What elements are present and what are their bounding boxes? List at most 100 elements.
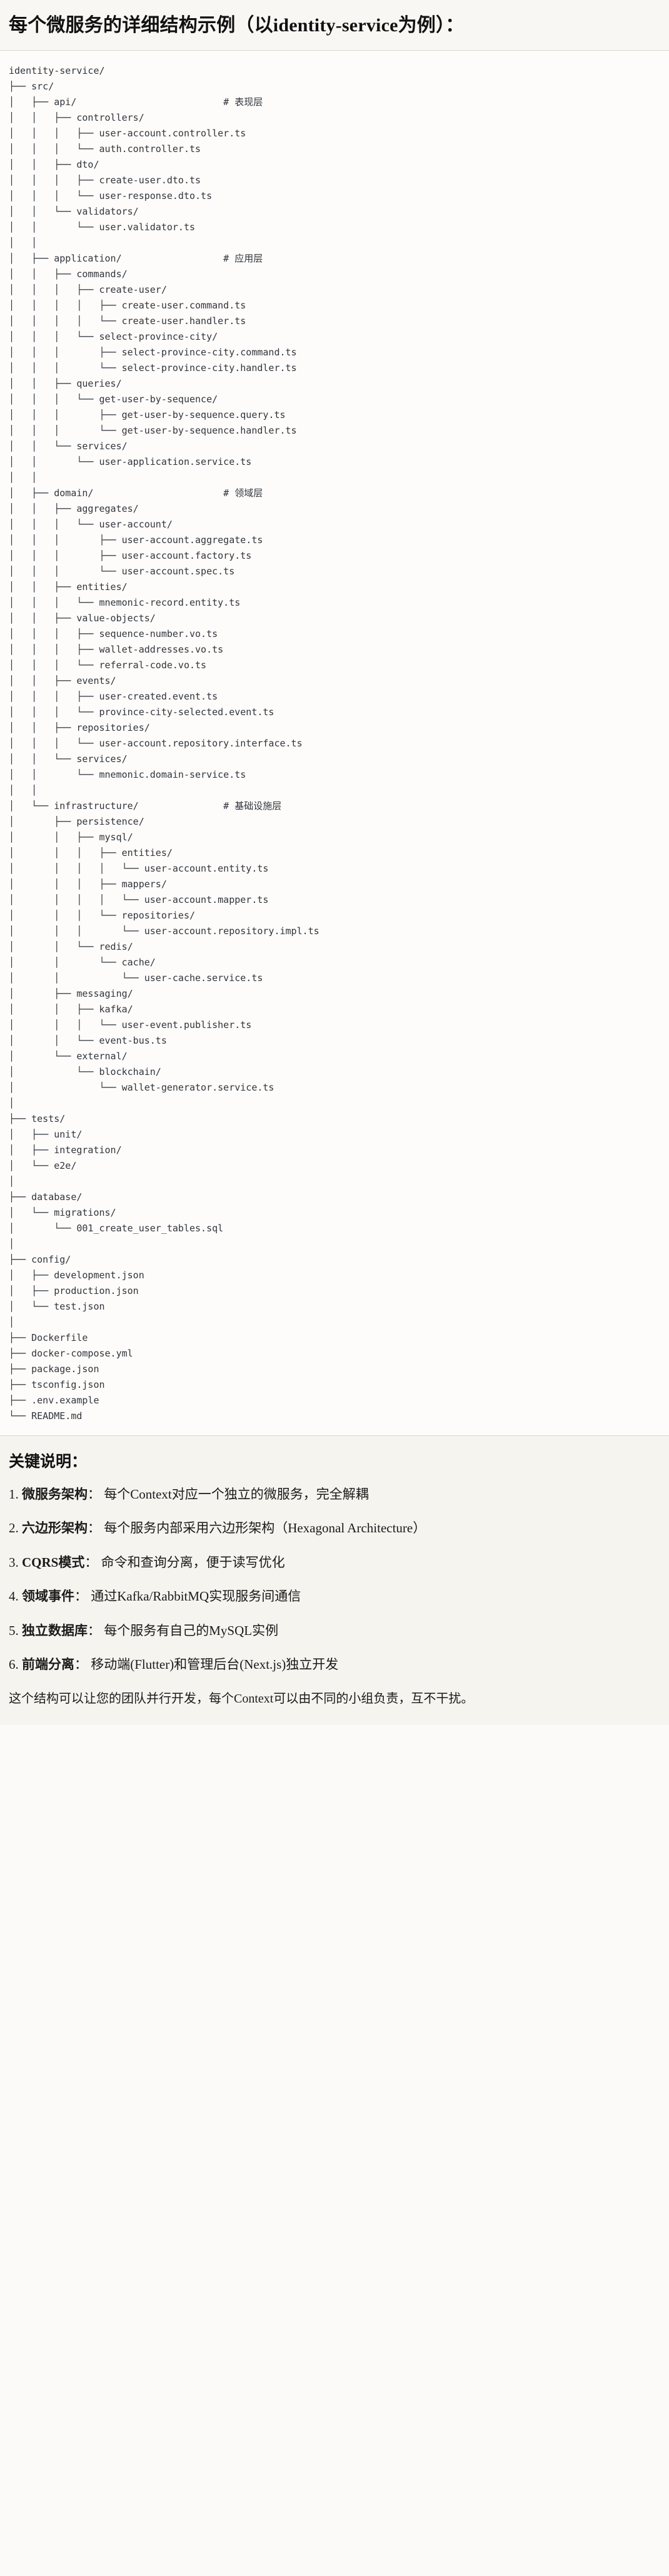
tree-line: ├── config/ (9, 1253, 71, 1265)
tree-line: │ │ │ └── get-user-by-sequence/ (9, 393, 218, 405)
tree-line: │ │ │ │ └── user-account.entity.ts (9, 862, 269, 874)
tree-line: identity-service/ (9, 64, 105, 76)
tree-line: │ │ └── user.validator.ts (9, 221, 196, 233)
key-notes-section: 关键说明： 1. 微服务架构： 每个Context对应一个独立的微服务，完全解耦… (0, 1435, 669, 1724)
tree-line: ├── .env.example (9, 1394, 99, 1406)
tree-line: │ │ │ ├── user-account.factory.ts (9, 549, 252, 561)
tree-line: │ └── e2e/ (9, 1159, 77, 1171)
key-note-number: 2. (9, 1520, 19, 1536)
tree-line: │ │ │ ├── get-user-by-sequence.query.ts (9, 409, 286, 420)
key-note-item: 4. 领域事件： 通过Kafka/RabbitMQ实现服务间通信 (9, 1587, 660, 1606)
tree-line: │ └── 001_create_user_tables.sql (9, 1222, 224, 1234)
key-note-number: 1. (9, 1487, 19, 1502)
tree-line-path: │ ├── domain/ (9, 487, 224, 499)
tree-line: ├── tsconfig.json (9, 1378, 105, 1390)
tree-line: │ (9, 1238, 15, 1250)
tree-line-comment: # 表现层 (223, 96, 263, 108)
tree-line: │ │ ├── commands/ (9, 268, 128, 280)
tree-line: │ │ │ │ ├── create-user.command.ts (9, 299, 246, 311)
tree-line: │ │ └── redis/ (9, 940, 133, 952)
tree-line: │ │ │ ├── wallet-addresses.vo.ts (9, 643, 224, 655)
tree-line: │ │ ├── dto/ (9, 158, 99, 170)
tree-line: │ ├── production.json (9, 1285, 139, 1296)
tree-line: │ │ │ └── select-province-city.handler.t… (9, 362, 297, 374)
tree-line: ├── src/ (9, 80, 54, 92)
tree-line: │ │ ├── kafka/ (9, 1003, 133, 1015)
key-note-item: 3. CQRS模式： 命令和查询分离，便于读写优化 (9, 1553, 660, 1572)
key-note-number: 4. (9, 1589, 19, 1604)
tree-line: │ (9, 1316, 15, 1328)
document-page: 每个微服务的详细结构示例（以identity-service为例）： ident… (0, 15, 669, 1724)
tree-line: │ │ │ └── mnemonic-record.entity.ts (9, 596, 241, 608)
tree-line: │ └── infrastructure/ # 基础设施层 (9, 798, 660, 814)
tree-line: │ │ │ ├── entities/ (9, 847, 173, 858)
tree-line: │ └── external/ (9, 1050, 128, 1062)
tree-line: │ │ │ ├── mappers/ (9, 878, 167, 890)
tree-line: │ │ │ ├── select-province-city.command.t… (9, 346, 297, 358)
tree-line-comment: # 领域层 (223, 487, 263, 499)
key-note-term: 领域事件 (22, 1589, 74, 1604)
tree-line: │ │ ├── queries/ (9, 377, 122, 389)
tree-line: │ │ │ └── user-event.publisher.ts (9, 1019, 252, 1031)
tree-line-path: │ ├── api/ (9, 96, 224, 108)
key-note-term: 前端分离 (22, 1657, 74, 1672)
tree-line: │ │ └── user-cache.service.ts (9, 972, 263, 984)
tree-line: │ │ (9, 784, 38, 796)
tree-line: │ │ │ └── user-response.dto.ts (9, 190, 213, 201)
key-note-item: 2. 六边形架构： 每个服务内部采用六边形架构（Hexagonal Archit… (9, 1519, 660, 1537)
tree-line: │ │ (9, 471, 38, 483)
directory-tree-section: identity-service/ ├── src/ │ ├── api/ # 表现… (0, 50, 669, 1436)
tree-line: └── README.md (9, 1410, 83, 1422)
directory-tree-code: identity-service/ ├── src/ │ ├── api/ # 表现… (9, 63, 660, 1424)
key-note-separator: ： (88, 1622, 101, 1638)
key-note-separator: ： (74, 1657, 88, 1672)
key-note-separator: ： (84, 1554, 98, 1570)
key-note-body: 每个服务有自己的MySQL实例 (104, 1622, 279, 1638)
tree-line: │ │ │ ├── create-user/ (9, 283, 167, 295)
tree-line: │ │ ├── aggregates/ (9, 502, 139, 514)
tree-line: ├── package.json (9, 1363, 99, 1375)
tree-line: │ │ │ │ └── user-account.mapper.ts (9, 893, 269, 905)
key-note-term: 六边形架构 (22, 1520, 88, 1536)
tree-line: │ │ ├── entities/ (9, 581, 128, 593)
tree-line: │ │ ├── controllers/ (9, 111, 144, 123)
key-note-item: 1. 微服务架构： 每个Context对应一个独立的微服务，完全解耦 (9, 1485, 660, 1504)
tree-line: │ ├── unit/ (9, 1128, 83, 1140)
tree-line: │ │ │ └── get-user-by-sequence.handler.t… (9, 424, 297, 436)
tree-line: │ │ │ └── user-account.repository.interf… (9, 737, 303, 749)
tree-line: │ ├── domain/ # 领域层 (9, 486, 660, 501)
key-note-body: 命令和查询分离，便于读写优化 (101, 1554, 285, 1570)
key-note-number: 3. (9, 1554, 19, 1570)
tree-line-path: │ └── infrastructure/ (9, 800, 224, 812)
tree-line: │ │ │ ├── user-account.aggregate.ts (9, 534, 263, 546)
tree-line-comment: # 基础设施层 (223, 800, 282, 812)
tree-line-comment: # 应用层 (223, 252, 263, 264)
key-note-body: 每个Context对应一个独立的微服务，完全解耦 (104, 1487, 369, 1502)
tree-line: │ │ │ └── select-province-city/ (9, 330, 218, 342)
key-note-body: 移动端(Flutter)和管理后台(Next.js)独立开发 (91, 1657, 339, 1672)
key-note-number: 6. (9, 1657, 19, 1672)
key-note-term: CQRS模式 (22, 1554, 85, 1570)
key-note-item: 6. 前端分离： 移动端(Flutter)和管理后台(Next.js)独立开发 (9, 1655, 660, 1674)
directory-tree: identity-service/ ├── src/ │ ├── api/ # 表现… (9, 63, 660, 1424)
key-notes-footer: 这个结构可以让您的团队并行开发，每个Context可以由不同的小组负责，互不干扰… (9, 1691, 474, 1706)
key-note-body: 每个服务内部采用六边形架构（Hexagonal Architecture） (104, 1520, 426, 1536)
tree-line: │ │ │ └── user-account/ (9, 518, 173, 530)
key-note-number: 5. (9, 1622, 19, 1638)
tree-line: │ │ │ └── user-account.repository.impl.t… (9, 925, 319, 937)
tree-line: │ │ └── event-bus.ts (9, 1034, 167, 1046)
tree-line: │ │ │ └── repositories/ (9, 909, 196, 921)
tree-line: │ │ └── validators/ (9, 205, 139, 217)
tree-line: │ │ └── mnemonic.domain-service.ts (9, 768, 246, 780)
page-title: 每个微服务的详细结构示例（以identity-service为例）： (9, 15, 465, 36)
tree-line: │ │ ├── value-objects/ (9, 612, 156, 624)
key-notes-list: 1. 微服务架构： 每个Context对应一个独立的微服务，完全解耦 2. 六边形… (9, 1485, 660, 1674)
tree-line: │ │ │ └── auth.controller.ts (9, 143, 201, 155)
tree-line: │ │ └── services/ (9, 440, 128, 452)
tree-line: │ ├── api/ # 表现层 (9, 94, 660, 110)
tree-line: │ ├── application/ # 应用层 (9, 251, 660, 267)
tree-line: │ │ │ ├── sequence-number.vo.ts (9, 628, 218, 639)
tree-line: │ (9, 1175, 15, 1187)
tree-line: │ └── wallet-generator.service.ts (9, 1081, 274, 1093)
tree-line: ├── database/ (9, 1191, 83, 1203)
